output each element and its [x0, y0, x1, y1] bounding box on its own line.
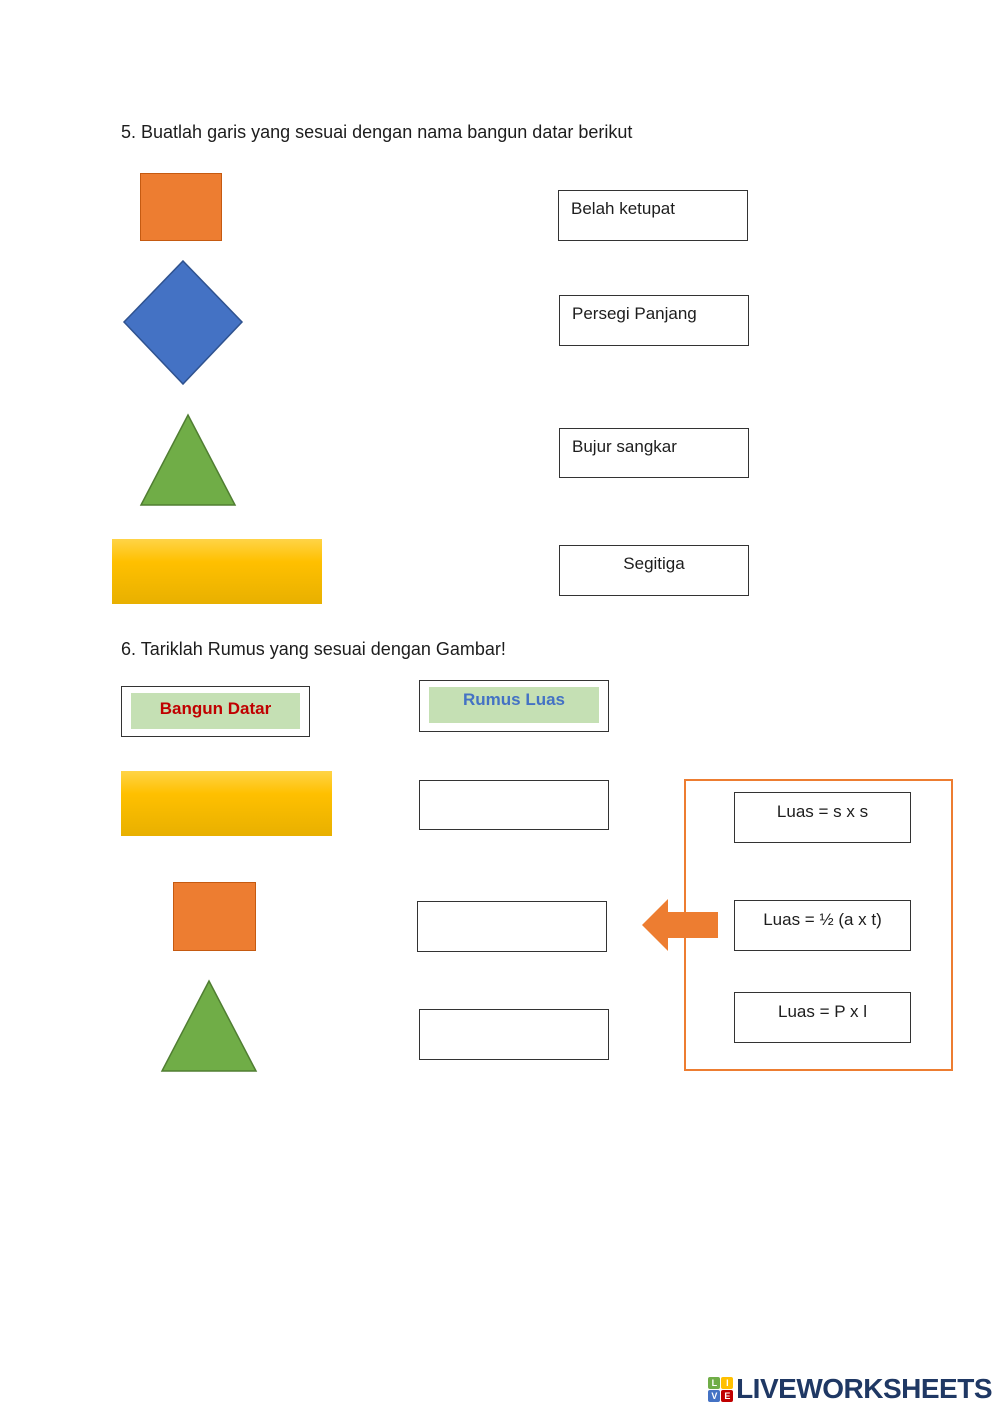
header-bangun-datar: Bangun Datar — [121, 686, 310, 737]
label-bujur-sangkar[interactable]: Bujur sangkar — [559, 428, 749, 478]
yellow-rectangle-shape — [112, 539, 322, 604]
label-belah-ketupat[interactable]: Belah ketupat — [558, 190, 748, 241]
liveworksheets-logo-mark: L I V E — [708, 1376, 734, 1402]
formula-panel — [684, 779, 953, 1071]
header-bangun-datar-label: Bangun Datar — [131, 693, 300, 729]
yellow-rectangle-shape-2 — [121, 771, 332, 836]
question-5-text: 5. Buatlah garis yang sesuai dengan nama… — [121, 122, 633, 142]
liveworksheets-logo-text: LIVEWORKSHEETS — [736, 1373, 992, 1404]
question-6-text: 6. Tariklah Rumus yang sesuai dengan Gam… — [121, 639, 506, 659]
logo-mark-e: E — [721, 1389, 734, 1402]
formula-luas-persegi-panjang[interactable]: Luas = P x l — [734, 992, 911, 1043]
logo-mark-i: I — [721, 1376, 734, 1389]
formula-luas-persegi[interactable]: Luas = s x s — [734, 792, 911, 843]
drop-target-square-formula[interactable] — [417, 901, 607, 952]
logo-mark-l: L — [708, 1376, 721, 1389]
blue-rhombus-shape — [122, 259, 244, 386]
header-rumus-luas: Rumus Luas — [419, 680, 609, 732]
label-persegi-panjang[interactable]: Persegi Panjang — [559, 295, 749, 346]
drop-target-triangle-formula[interactable] — [419, 1009, 609, 1060]
orange-square-shape — [140, 173, 222, 241]
arrow-left-icon — [642, 899, 718, 951]
drop-target-rectangle-formula[interactable] — [419, 780, 609, 830]
header-rumus-luas-label: Rumus Luas — [429, 687, 599, 723]
orange-square-shape-2 — [173, 882, 256, 951]
liveworksheets-logo: L I V E LIVEWORKSHEETS — [708, 1373, 992, 1405]
logo-mark-v: V — [708, 1389, 721, 1402]
green-triangle-shape — [139, 413, 237, 506]
formula-luas-segitiga[interactable]: Luas = ½ (a x t) — [734, 900, 911, 951]
green-triangle-shape-2 — [160, 979, 258, 1072]
label-segitiga[interactable]: Segitiga — [559, 545, 749, 596]
